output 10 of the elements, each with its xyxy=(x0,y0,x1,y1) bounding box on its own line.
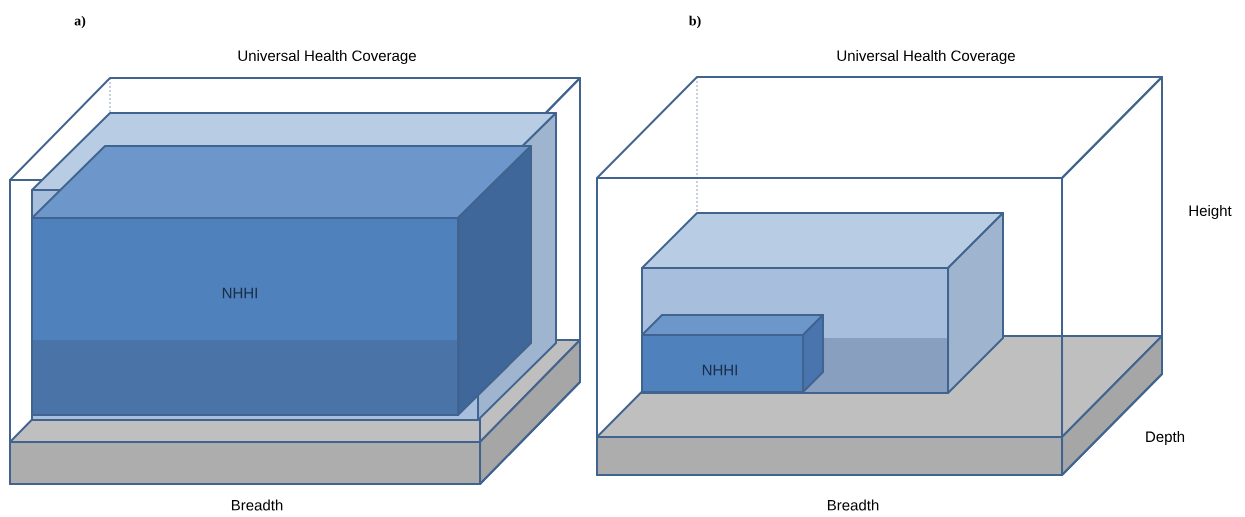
node-label: Universal Health Coverage xyxy=(238,50,416,64)
axis-label: Breadth xyxy=(231,499,283,511)
axis-label: Breadth xyxy=(827,499,879,511)
cuboid-drawing: NHHI xyxy=(31,145,532,416)
axis-label: Depth xyxy=(1146,431,1185,445)
cuboid-drawing: NHHI xyxy=(641,314,824,393)
axis-label: Height xyxy=(1189,205,1232,219)
panel-label: b) xyxy=(688,15,701,29)
panel-label: a) xyxy=(74,15,86,29)
node-label: Universal Health Coverage xyxy=(837,50,1015,64)
